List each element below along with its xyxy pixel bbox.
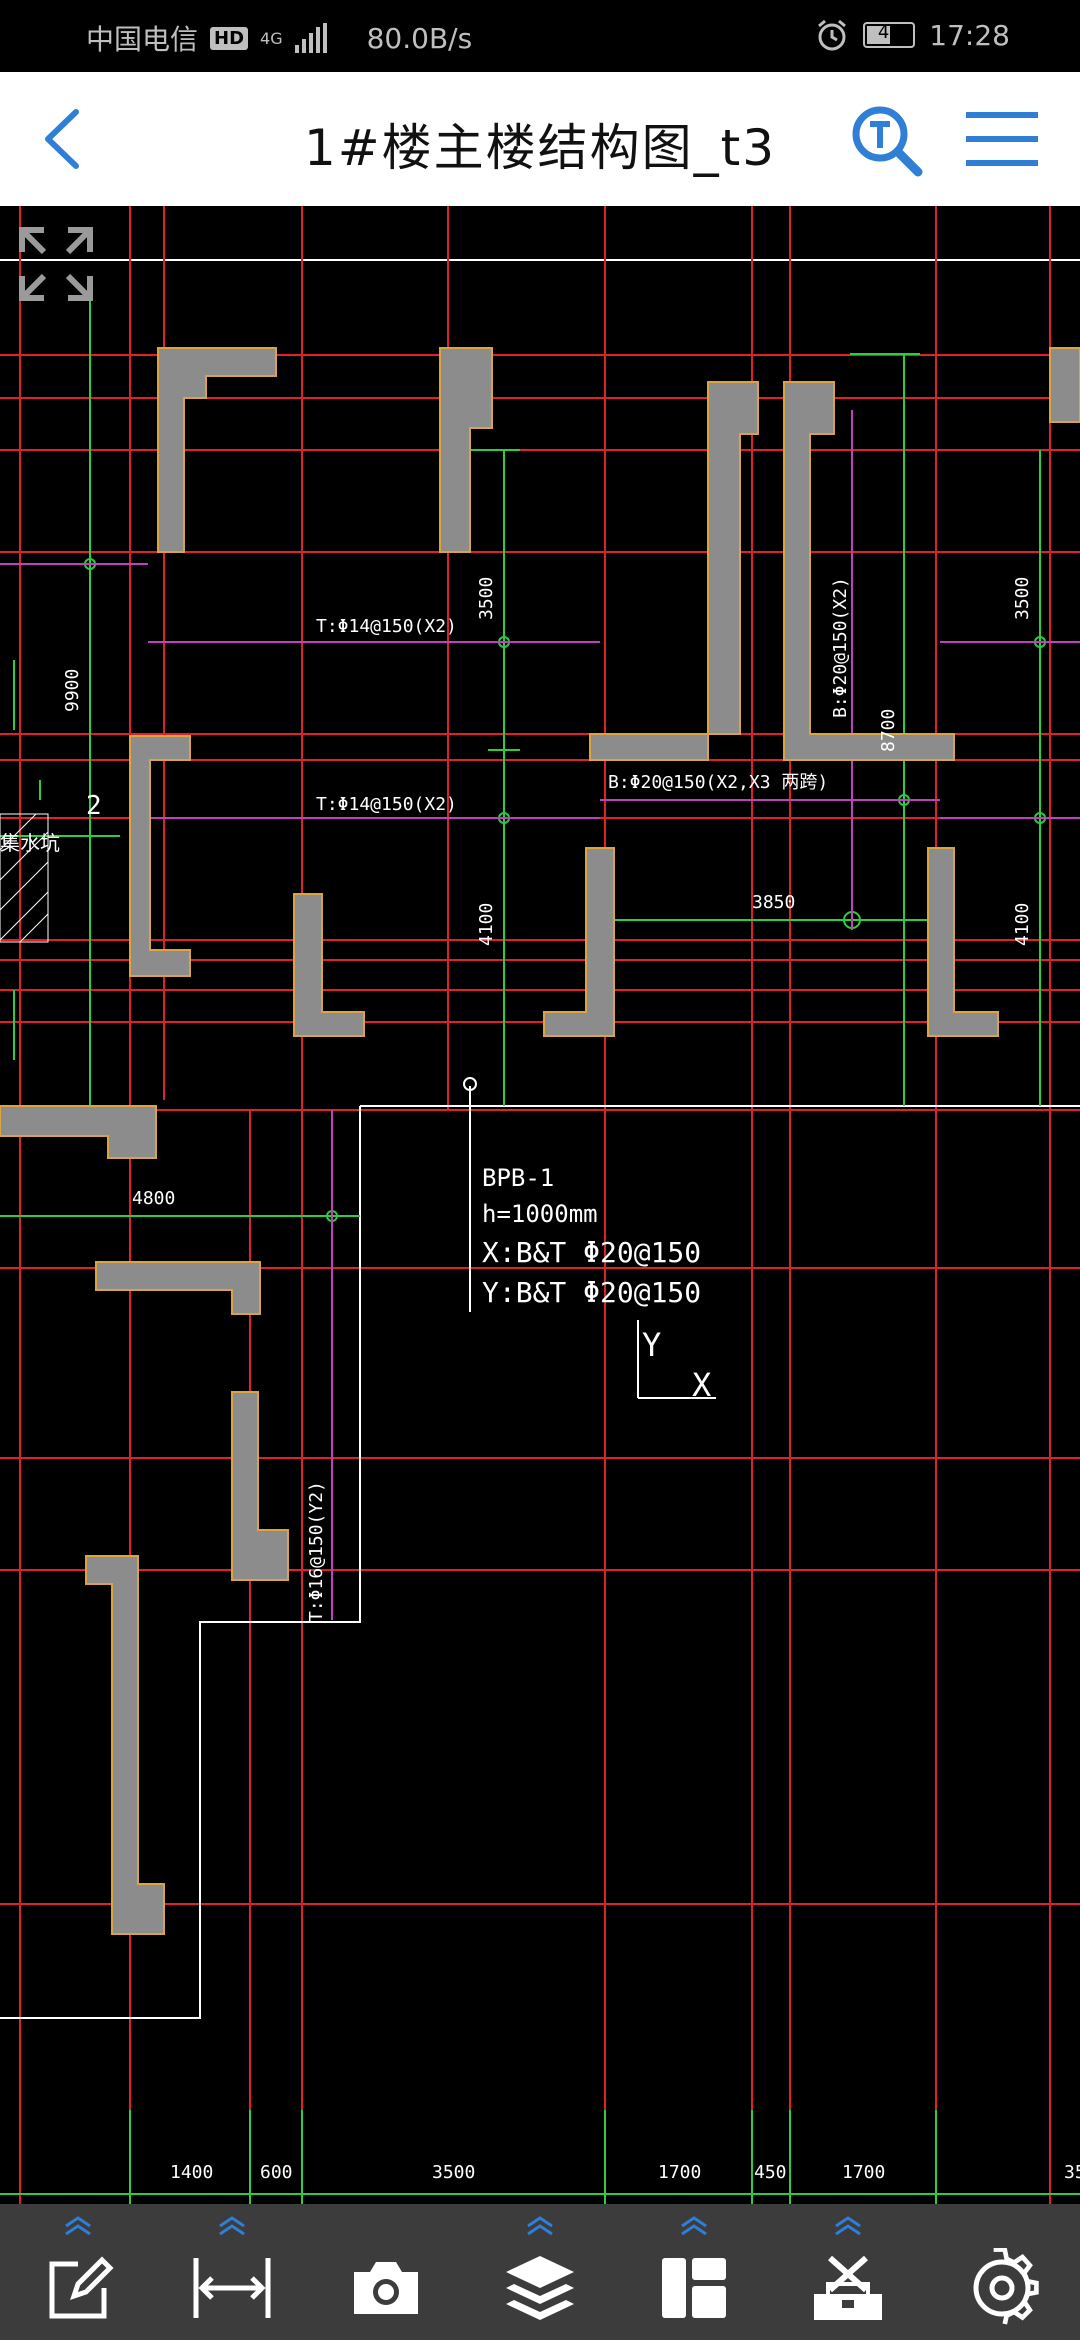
chevron-up-icon [527, 2216, 553, 2236]
menu-button[interactable] [960, 102, 1044, 176]
sump-hatch [0, 813, 49, 943]
dim-3500-right: 3500 [1012, 577, 1033, 620]
ucs-y-label: Y [642, 1326, 661, 1364]
ucs-x-label: X [692, 1366, 711, 1404]
layers-tool-button[interactable] [480, 2212, 600, 2336]
cad-drawing[interactable]: 9900 3500 4100 8700 3500 4100 B:Φ20@150(… [0, 206, 1080, 2204]
bottom-dim-35: 35 [1064, 2162, 1080, 2183]
battery-icon: 49 [863, 22, 916, 48]
text-search-icon [852, 106, 923, 177]
rebar-label-top-1: T:Φ14@150(X2) [316, 616, 457, 637]
status-bar: 中国电信 HD 4G 80.0B/s 49 17:28 [0, 0, 1080, 72]
dim-4800: 4800 [132, 1188, 175, 1209]
rebar-label-b-vertical: B:Φ20@150(X2) [830, 577, 851, 718]
chevron-up-icon [681, 2216, 707, 2236]
slab-x-rebar: X:B&T Φ20@150 [482, 1236, 701, 1269]
bottom-toolbar [0, 2204, 1080, 2340]
edit-tool-button[interactable] [18, 2212, 138, 2336]
bottom-dim-1400: 1400 [170, 2162, 213, 2183]
dim-4100-left: 4100 [476, 903, 497, 946]
shear-walls [0, 347, 1080, 1935]
hamburger-menu-icon [966, 112, 1038, 166]
gear-icon [973, 2248, 1039, 2325]
layers-icon [506, 2256, 574, 2320]
dim-3500-left: 3500 [476, 577, 497, 620]
slab-outline [0, 1105, 1080, 2019]
bottom-dim-1700a: 1700 [658, 2162, 701, 2183]
dim-9900: 9900 [62, 669, 83, 712]
rebar-lines [0, 410, 1080, 1620]
measure-tool-button[interactable] [172, 2212, 292, 2336]
bottom-dim-600: 600 [260, 2162, 293, 2183]
layout-tool-button[interactable] [634, 2212, 754, 2336]
hd-badge: HD [210, 26, 249, 50]
chevron-up-icon [65, 2216, 91, 2236]
chevron-up-icon [835, 2216, 861, 2236]
bottom-dim-3500: 3500 [432, 2162, 475, 2183]
text-search-button[interactable] [848, 102, 928, 182]
rebar-label-bottom: B:Φ20@150(X2,X3 两跨) [608, 772, 828, 793]
measure-icon [193, 2258, 271, 2318]
axis-label-2: 2 [86, 791, 102, 821]
bottom-dim-450: 450 [754, 2162, 787, 2183]
network-label: 4G [260, 28, 283, 48]
slab-y-rebar: Y:B&T Φ20@150 [482, 1276, 701, 1309]
back-button[interactable] [30, 102, 100, 176]
dim-8700: 8700 [878, 709, 899, 752]
rebar-label-top-2: T:Φ14@150(X2) [316, 794, 457, 815]
expand-icon [19, 227, 93, 301]
ucs-icon [637, 1320, 716, 1399]
sump-label: 集水坑 [0, 831, 60, 855]
dimension-lines [0, 300, 1080, 2204]
layout-icon [662, 2258, 726, 2318]
clock: 17:28 [929, 18, 1010, 52]
rebar-label-t-vertical: T:Φ16@150(Y2) [306, 1481, 327, 1622]
tools-button[interactable] [788, 2212, 908, 2336]
dim-3850: 3850 [752, 892, 795, 913]
drawing-title: 1#楼主楼结构图_t3 [303, 119, 777, 177]
dim-4100-right: 4100 [1012, 903, 1033, 946]
alarm-icon [818, 19, 847, 51]
settings-button[interactable] [942, 2212, 1062, 2336]
network-speed: 80.0B/s [366, 21, 473, 55]
edit-icon [49, 2256, 114, 2319]
chevron-up-icon [219, 2216, 245, 2236]
screenshot-tool-button[interactable] [326, 2212, 446, 2336]
tools-icon [814, 2255, 882, 2320]
signal-icon [294, 23, 327, 53]
carrier-label: 中国电信 [86, 23, 199, 56]
battery-level: 49 [877, 22, 901, 43]
drawing-canvas[interactable]: 9900 3500 4100 8700 3500 4100 B:Φ20@150(… [0, 206, 1080, 2204]
chevron-left-icon [45, 109, 79, 169]
slab-name: BPB-1 [482, 1164, 554, 1192]
title-bar: 1#楼主楼结构图_t3 [0, 72, 1080, 206]
camera-icon [354, 2262, 418, 2314]
slab-thickness: h=1000mm [482, 1200, 598, 1228]
bottom-dim-1700b: 1700 [842, 2162, 885, 2183]
fullscreen-button[interactable] [14, 222, 98, 306]
